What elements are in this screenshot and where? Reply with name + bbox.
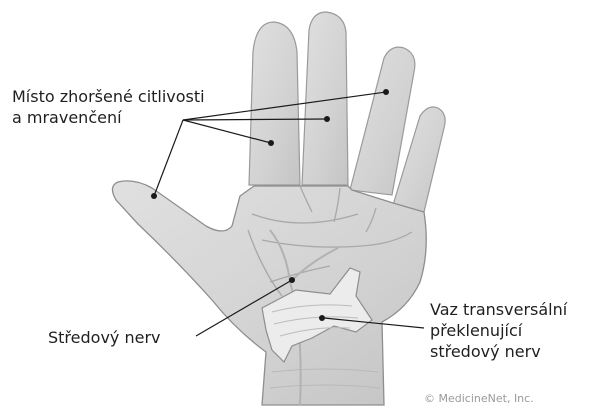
- ligament-label-line1: Vaz transversální: [430, 299, 567, 320]
- ligament-label-line3: středový nerv: [430, 341, 567, 362]
- ligament-label: Vaz transversální překlenující středový …: [430, 299, 567, 362]
- marker-ligament: [319, 315, 325, 321]
- marker-ring: [324, 116, 330, 122]
- ligament-label-line2: překlenující: [430, 320, 567, 341]
- median-nerve-label: Středový nerv: [48, 327, 161, 348]
- leader-line-thumb: [154, 120, 183, 196]
- index-finger: [249, 22, 300, 185]
- marker-little: [383, 89, 389, 95]
- marker-median: [289, 277, 295, 283]
- marker-thumb: [151, 193, 157, 199]
- fingers: [249, 12, 445, 212]
- numbness-label: Místo zhoršené citlivosti a mravenčení: [12, 86, 205, 128]
- numbness-label-line2: a mravenčení: [12, 107, 205, 128]
- numbness-label-line1: Místo zhoršené citlivosti: [12, 86, 205, 107]
- marker-index: [268, 140, 274, 146]
- copyright-notice: © MedicineNet, Inc.: [424, 392, 534, 406]
